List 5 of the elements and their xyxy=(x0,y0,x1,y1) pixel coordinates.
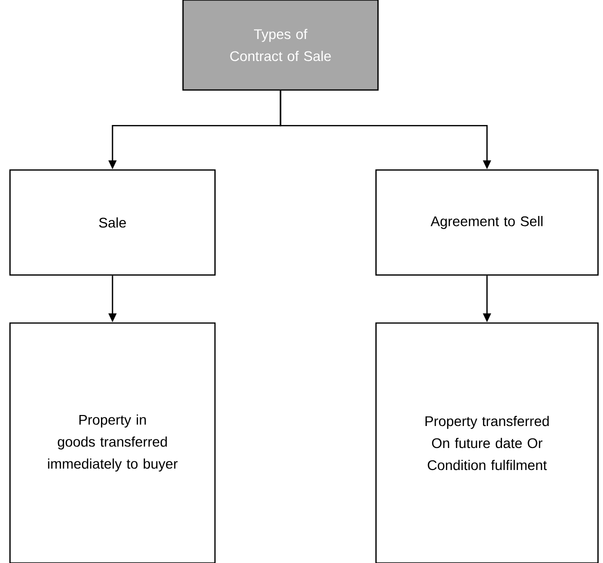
box: Sale xyxy=(9,169,216,276)
box: Types of Contract of Sale xyxy=(182,0,379,91)
box: Agreement to Sell xyxy=(375,169,599,276)
box: Property in goods transferred immediately to buyer xyxy=(9,322,216,563)
box: Property transferred On future date Or Condition fulfilment xyxy=(375,322,599,563)
